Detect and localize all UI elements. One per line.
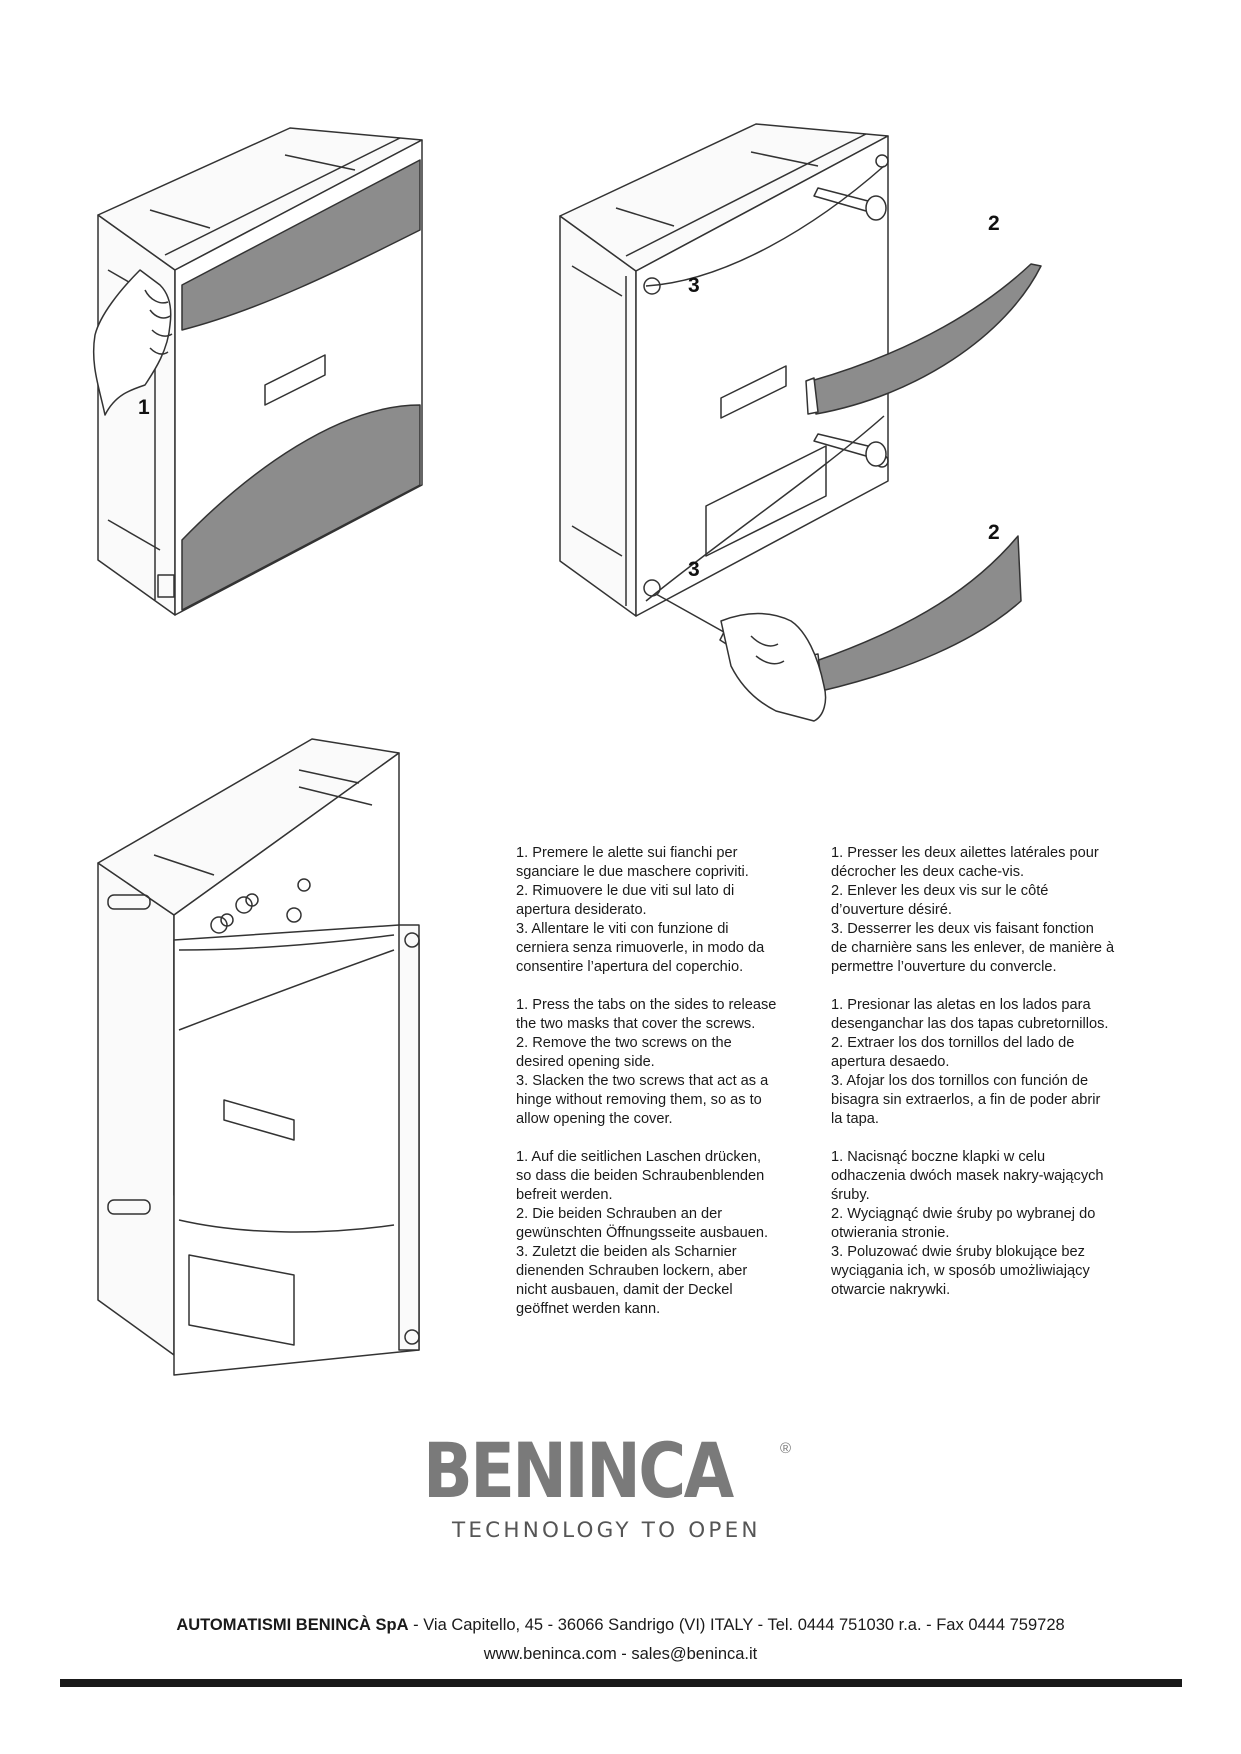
instructions-spanish: 1. Presionar las aletas en los lados par… xyxy=(831,996,1161,1129)
polish-line: otwarcie nakrywki. xyxy=(831,1282,951,1298)
german-line: 3. Zuletzt die beiden als Scharnier xyxy=(516,1244,737,1260)
french-line: 2. Enlever les deux vis sur le côté xyxy=(831,883,1049,899)
italian-line: 3. Allentare le viti con funzione di xyxy=(516,921,729,937)
english-line: 2. Remove the two screws on the xyxy=(516,1035,732,1051)
instructions-german: 1. Auf die seitlichen Laschen drücken, s… xyxy=(516,1148,816,1319)
german-line: so dass die beiden Schraubenblenden xyxy=(516,1168,765,1184)
logo-tagline: TECHNOLOGY TO OPEN xyxy=(452,1518,761,1543)
english-line: 1. Press the tabs on the sides to releas… xyxy=(516,997,777,1013)
figure-1-drawing xyxy=(92,127,423,616)
spanish-line: desenganchar las dos tapas cubretornillo… xyxy=(831,1016,1109,1032)
italian-line: cerniera senza rimuoverle, in modo da xyxy=(516,940,765,956)
instructions-right-column: 1. Presser les deux ailettes latérales p… xyxy=(831,844,1161,1319)
english-line: 3. Slacken the two screws that act as a xyxy=(516,1073,769,1089)
figure-2-screw-label-bottom: 2 xyxy=(988,521,1000,544)
figure-2-drawing xyxy=(559,123,1042,722)
french-line: de charnière sans les enlever, de manièr… xyxy=(831,940,1115,956)
logo-registered-mark: ® xyxy=(780,1440,792,1457)
footer-web-contact: www.beninca.com - sales@beninca.it xyxy=(483,1645,758,1663)
spanish-line: 3. Afojar los dos tornillos con función … xyxy=(831,1073,1089,1089)
figure-1-closed-box xyxy=(90,120,430,620)
figure-2-hinge-label-bottom: 3 xyxy=(688,558,700,581)
footer-company-name: AUTOMATISMI BENINCÀ SpA xyxy=(176,1616,409,1634)
french-line: décrocher les deux cache-vis. xyxy=(831,864,1025,880)
italian-line: consentire l’apertura del coperchio. xyxy=(516,959,744,975)
german-line: geöffnet werden kann. xyxy=(516,1301,661,1317)
polish-line: 3. Poluzować dwie śruby blokujące bez xyxy=(831,1244,1085,1260)
instructions-left-column: 1. Premere le alette sui fianchi per sga… xyxy=(516,844,816,1338)
english-line: the two masks that cover the screws. xyxy=(516,1016,756,1032)
footer-address: - Via Capitello, 45 - 36066 Sandrigo (VI… xyxy=(408,1616,1065,1634)
italian-line: sganciare le due maschere copriviti. xyxy=(516,864,749,880)
figure-2-exploded-box xyxy=(556,116,1146,776)
german-line: dienenden Schrauben lockern, aber xyxy=(516,1263,748,1279)
polish-line: 1. Nacisnąć boczne klapki w celu xyxy=(831,1149,1046,1165)
german-line: nicht ausbauen, damit der Deckel xyxy=(516,1282,733,1298)
spanish-line: apertura desaedo. xyxy=(831,1054,950,1070)
french-line: d’ouverture désiré. xyxy=(831,902,952,918)
instructions-french: 1. Presser les deux ailettes latérales p… xyxy=(831,844,1161,977)
polish-line: 2. Wyciągnąć dwie śruby po wybranej do xyxy=(831,1206,1096,1222)
german-line: befreit werden. xyxy=(516,1187,613,1203)
figure-2-screw-label-top: 2 xyxy=(988,212,1000,235)
polish-line: otwierania stronie. xyxy=(831,1225,950,1241)
italian-line: 1. Premere le alette sui fianchi per xyxy=(516,845,738,861)
figure-3-open-box xyxy=(94,735,430,1385)
spanish-line: 2. Extraer los dos tornillos del lado de xyxy=(831,1035,1075,1051)
figure-3-drawing xyxy=(97,738,420,1376)
italian-line: 2. Rimuovere le due viti sul lato di xyxy=(516,883,735,899)
figure-2-hinge-label-top: 3 xyxy=(688,274,700,297)
polish-line: śruby. xyxy=(831,1187,870,1203)
logo-wordmark: BENINCA xyxy=(423,1426,734,1515)
figure-1-step-label: 1 xyxy=(138,396,150,419)
german-line: 2. Die beiden Schrauben an der xyxy=(516,1206,723,1222)
spanish-line: la tapa. xyxy=(831,1111,879,1127)
english-line: hinge without removing them, so as to xyxy=(516,1092,762,1108)
footer-bar xyxy=(60,1679,1182,1687)
footer-company-address: AUTOMATISMI BENINCÀ SpA - Via Capitello,… xyxy=(0,1616,1241,1635)
instructions-italian: 1. Premere le alette sui fianchi per sga… xyxy=(516,844,816,977)
spanish-line: 1. Presionar las aletas en los lados par… xyxy=(831,997,1091,1013)
instructions-english: 1. Press the tabs on the sides to releas… xyxy=(516,996,816,1129)
italian-line: apertura desiderato. xyxy=(516,902,647,918)
polish-line: wyciągania ich, w sposób umożliwiający xyxy=(831,1263,1090,1279)
english-line: allow opening the cover. xyxy=(516,1111,673,1127)
german-line: 1. Auf die seitlichen Laschen drücken, xyxy=(516,1149,762,1165)
french-line: permettre l’ouverture du convercle. xyxy=(831,959,1057,975)
polish-line: odhaczenia dwóch masek nakry-wających xyxy=(831,1168,1104,1184)
instructions-polish: 1. Nacisnąć boczne klapki w celu odhacze… xyxy=(831,1148,1161,1300)
english-line: desired opening side. xyxy=(516,1054,655,1070)
german-line: gewünschten Öffnungsseite ausbauen. xyxy=(516,1225,769,1241)
spanish-line: bisagra sin extraerlos, a fin de poder a… xyxy=(831,1092,1101,1108)
french-line: 1. Presser les deux ailettes latérales p… xyxy=(831,845,1099,861)
french-line: 3. Desserrer les deux vis faisant foncti… xyxy=(831,921,1094,937)
